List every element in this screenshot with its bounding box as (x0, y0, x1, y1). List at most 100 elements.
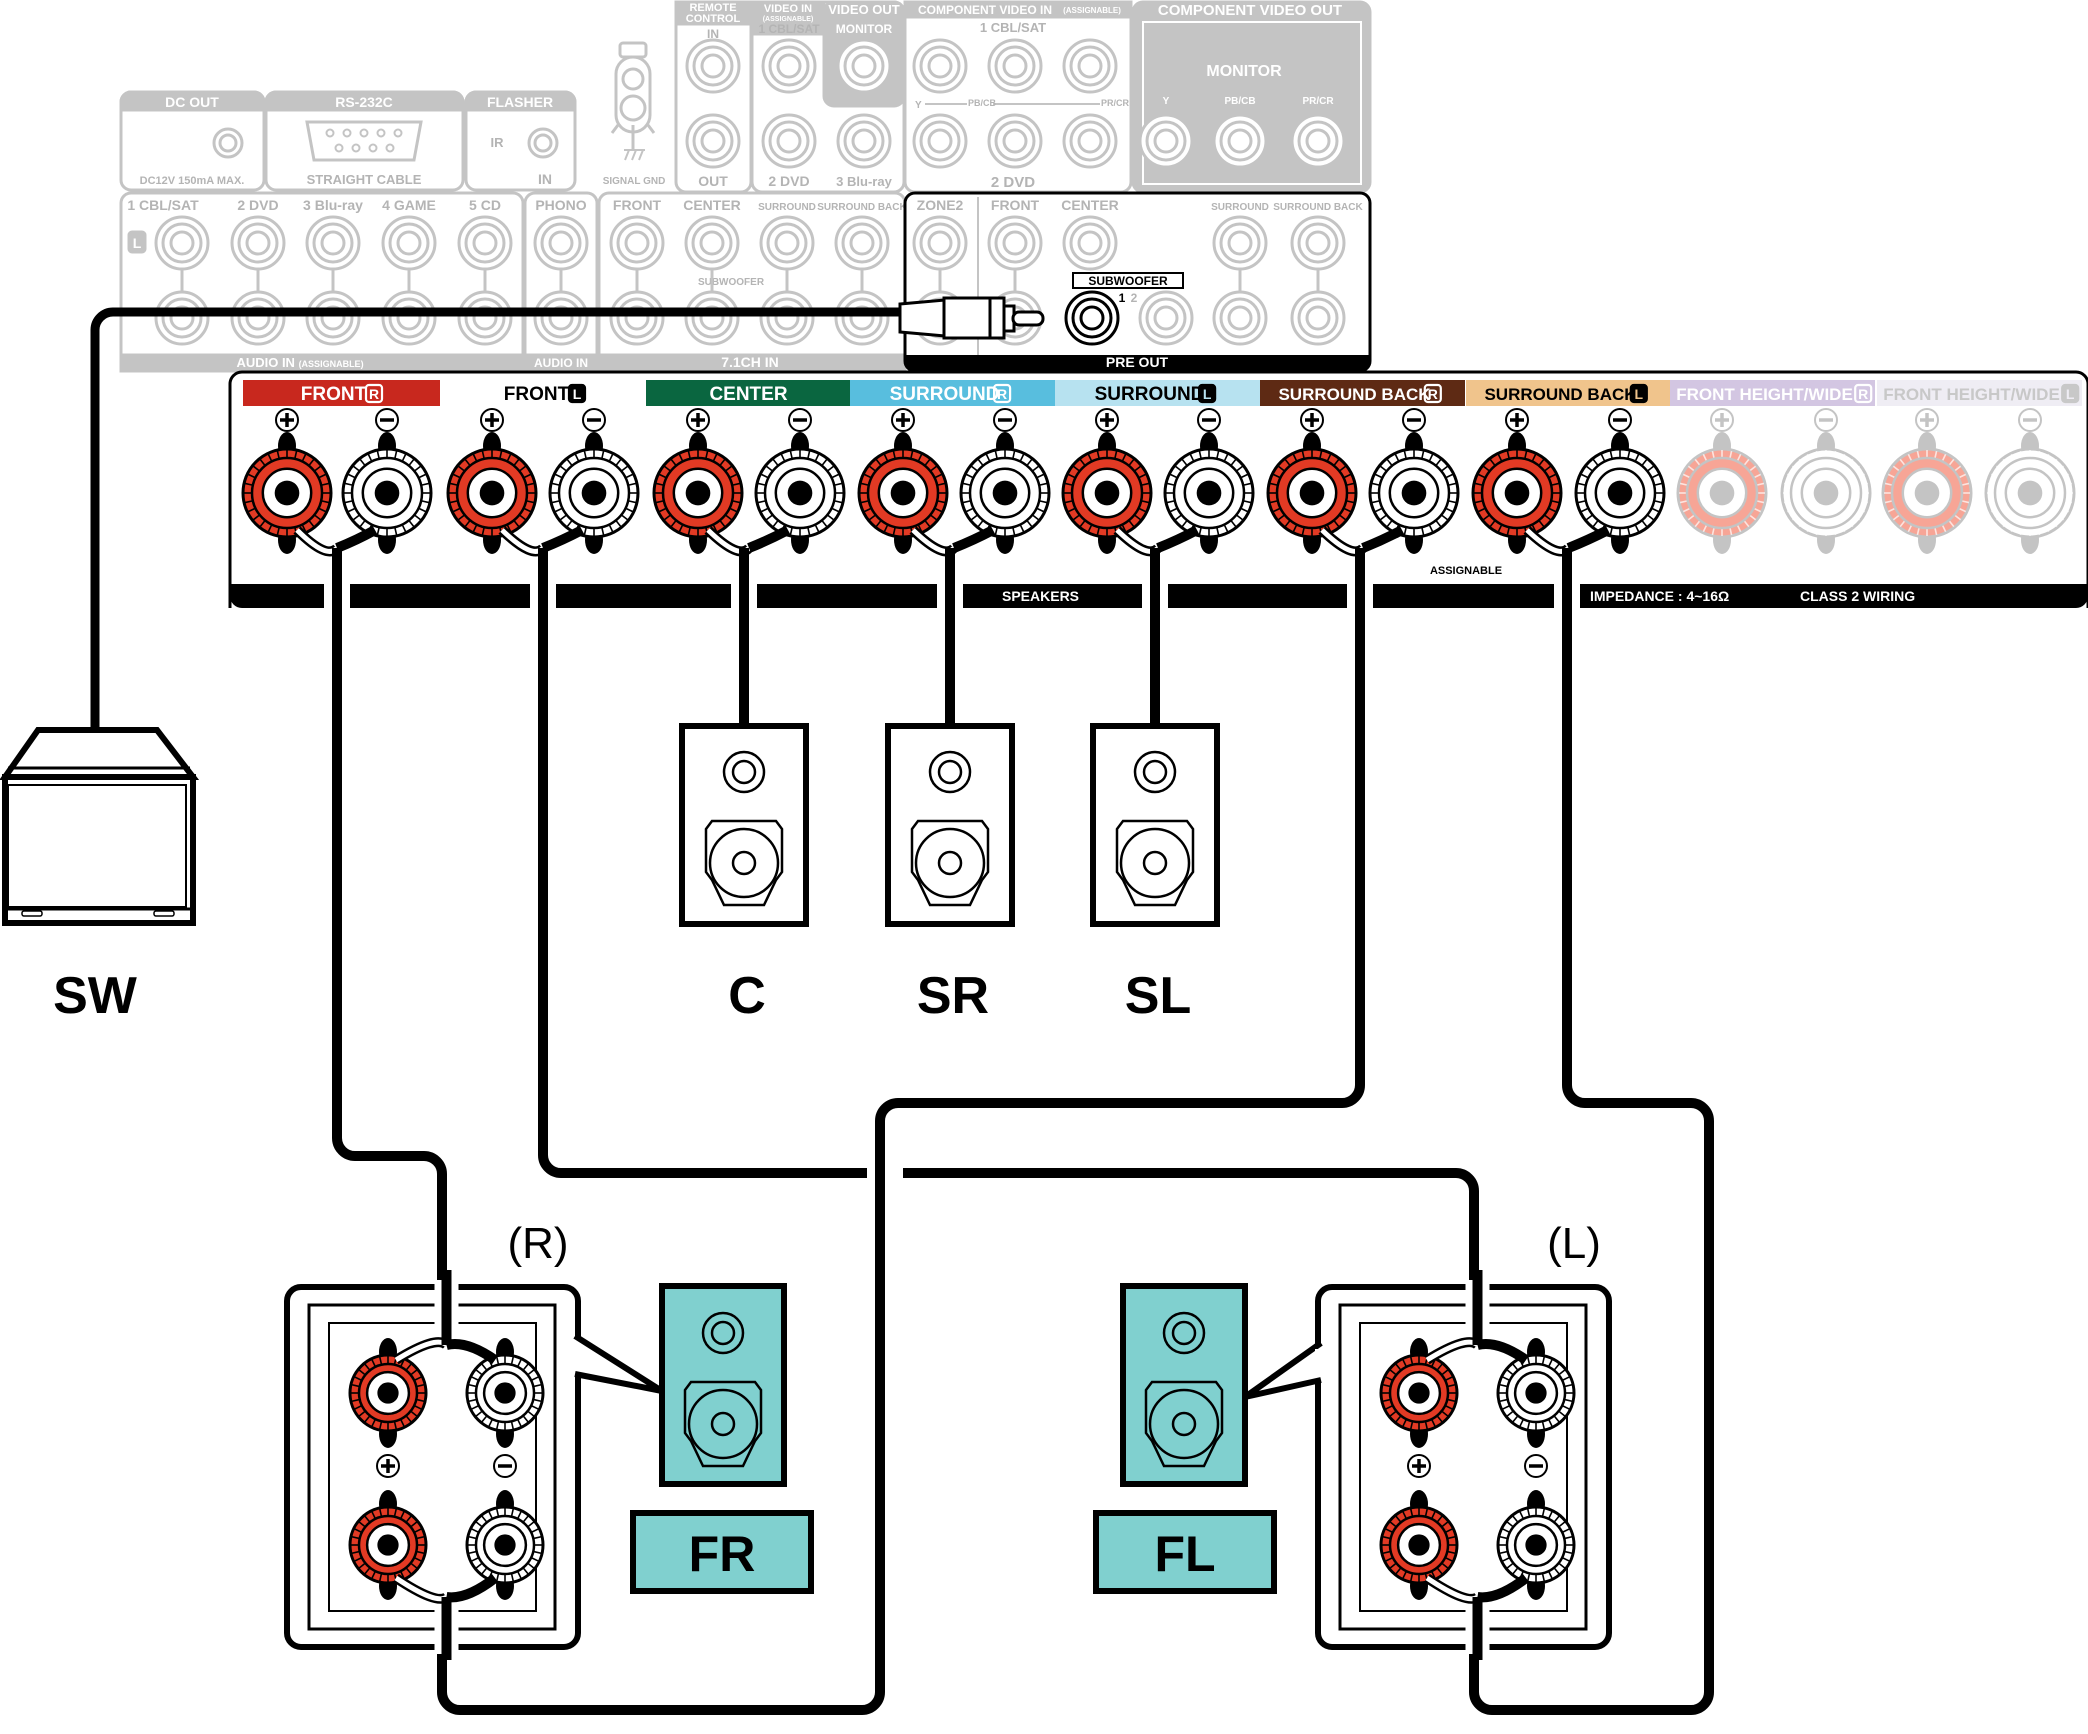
component-out-pr: PR/CR (1302, 96, 1334, 107)
negative-terminal (1496, 1338, 1576, 1448)
channel-side-letter: R (369, 386, 379, 402)
channel-side-badge (1629, 383, 1648, 404)
tweeter (1133, 750, 1177, 794)
pre-out-surround-back: SURROUND BACK (1273, 202, 1363, 213)
front-right-terminal-callout (284, 1270, 787, 1660)
minus-symbol (1608, 408, 1632, 432)
component-in-pr: PR/CR (1101, 98, 1130, 108)
subwoofer-speaker (0, 727, 200, 926)
minus-symbol (1814, 408, 1838, 432)
pre-out-jack (1212, 215, 1268, 346)
speaker-cable (332, 548, 447, 1390)
channel-side-letter: R (1428, 386, 1438, 402)
plus-symbol (1505, 408, 1529, 432)
audio-in-label-3: 3 Blu-ray (303, 197, 363, 213)
plus-symbol (480, 408, 504, 432)
negative-terminal (341, 432, 433, 554)
phono-footer: AUDIO IN (534, 356, 588, 370)
channel-side-letter: L (1203, 386, 1212, 402)
front-left-label-box: FL (1093, 1510, 1277, 1594)
plus-symbol (1095, 408, 1119, 432)
front-left-side-label: (L) (1547, 1219, 1601, 1268)
dc-out-title: DC OUT (165, 94, 219, 110)
channel-label-text: SURROUND (890, 384, 1000, 405)
woofer (708, 827, 780, 899)
rca-jack-pair (381, 215, 437, 346)
rca-jack-pair (533, 215, 589, 346)
channel-side-letter: L (573, 386, 582, 402)
channel-side-letter: R (997, 386, 1007, 402)
remote-in-label: IN (707, 27, 719, 41)
negative-terminal (1780, 432, 1872, 554)
plus-symbol (1915, 408, 1939, 432)
negative-terminal (1496, 1490, 1576, 1600)
positive-terminal (446, 432, 538, 554)
signal-gnd-terminal: SIGNAL GND (603, 41, 666, 187)
ch71-subwoofer-label: SUBWOOFER (698, 277, 765, 288)
video-in-sub: (ASSIGNABLE) (763, 16, 814, 23)
positive-terminal (1471, 432, 1563, 554)
component-in-y: Y (915, 100, 922, 111)
channel-label-text: CENTER (709, 384, 787, 405)
surround-left-speaker (1090, 723, 1220, 927)
speaker-cable (437, 548, 1365, 1715)
rca-jack-pair (759, 215, 815, 346)
video-out-section: VIDEO OUT MONITOR (822, 0, 906, 108)
pre-out-zone2: ZONE2 (917, 197, 964, 213)
video-out-title: VIDEO OUT (828, 2, 900, 17)
minus-symbol (582, 408, 606, 432)
pre-out-front: FRONT (991, 197, 1040, 213)
negative-terminal (1368, 432, 1460, 554)
speaker-cable (538, 548, 867, 1178)
surround-right-label: SR (917, 967, 989, 1025)
component-in-pb: PB/CB (968, 98, 997, 108)
subwoofer-label: SW (53, 967, 138, 1025)
speaker-cables (324, 548, 1714, 1715)
tweeter (928, 750, 972, 794)
positive-terminal (1266, 432, 1358, 554)
negative-terminal (1163, 432, 1255, 554)
minus-symbol (788, 408, 812, 432)
minus-symbol (2018, 408, 2042, 432)
signal-gnd-label: SIGNAL GND (603, 176, 666, 187)
remote-title-1: REMOTE (689, 2, 736, 14)
channel-label-text: FRONT HEIGHT/WIDE (1676, 385, 1853, 404)
woofer (1119, 827, 1191, 899)
negative-terminal (959, 432, 1051, 554)
channel-label-text: FRONT (301, 384, 367, 405)
ch71-label-front: FRONT (613, 197, 662, 213)
plus-symbol (1710, 408, 1734, 432)
front-right-side-label: (R) (507, 1219, 568, 1268)
minus-symbol (493, 1454, 517, 1478)
surround-left-label: SL (1125, 967, 1191, 1025)
audio-in-label-1: 1 CBL/SAT (127, 197, 199, 213)
rs232c-section: RS-232C STRAIGHT CABLE (264, 90, 465, 192)
component-in-bottom-label: 2 DVD (991, 174, 1035, 191)
positive-terminal (857, 432, 949, 554)
channel-label-text: FRONT HEIGHT/WIDE (1883, 385, 2060, 404)
negative-terminal (465, 1338, 545, 1448)
video-in-title: VIDEO IN (764, 3, 812, 15)
component-out-pb: PB/CB (1224, 96, 1255, 107)
component-in-title: COMPONENT VIDEO IN (918, 3, 1052, 17)
channel-side-badge (1854, 383, 1873, 404)
audio-in-jacks (154, 215, 890, 346)
dc-out-note: DC12V 150mA MAX. (140, 175, 245, 187)
flasher-section: FLASHER IR IN (464, 90, 577, 192)
channel-side-badge (1197, 383, 1217, 404)
front-right-label-box: FR (630, 1510, 814, 1594)
plus-symbol (275, 408, 299, 432)
center-speaker (679, 723, 809, 927)
video-out-monitor-label: MONITOR (836, 22, 893, 36)
front-speaker-icon (1120, 1283, 1248, 1487)
channel-side-badge (992, 383, 1012, 404)
channel-label-text: SURROUND (1095, 384, 1205, 405)
rs232c-title: RS-232C (335, 94, 393, 110)
minus-symbol (993, 408, 1017, 432)
ch71-label-center: CENTER (683, 197, 741, 213)
video-in-bluray-label: 3 Blu-ray (836, 174, 892, 189)
